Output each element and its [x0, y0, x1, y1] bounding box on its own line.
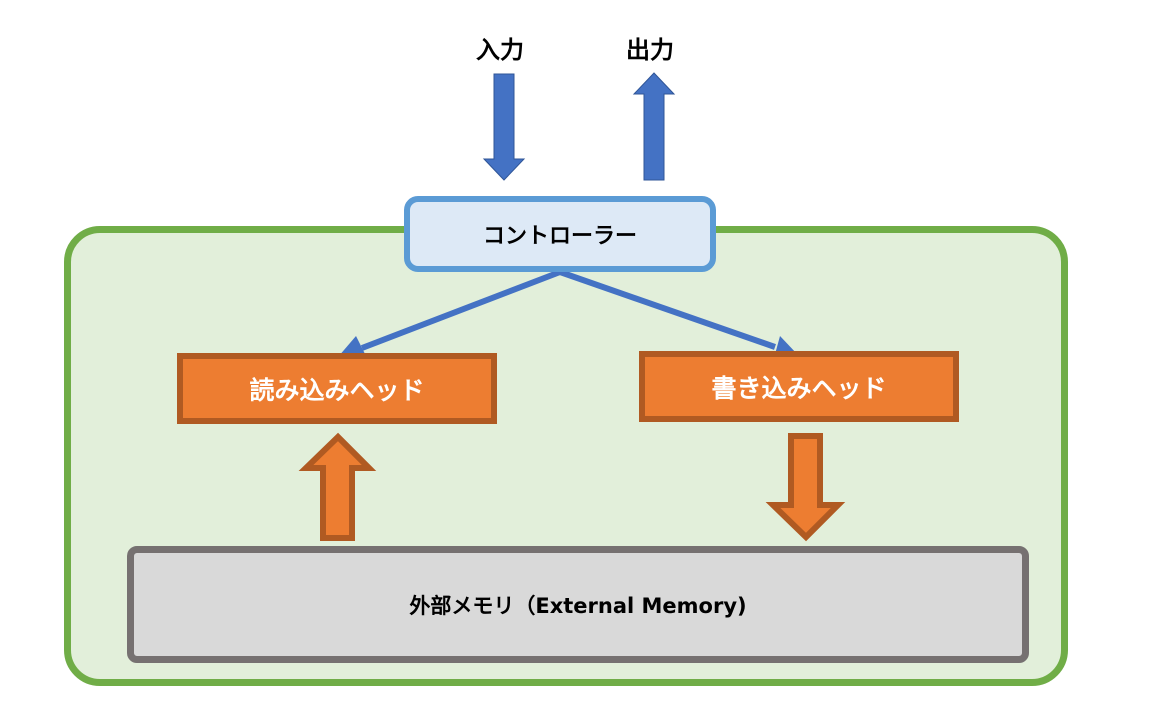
- read-head-box: 読み込みヘッド: [177, 353, 497, 424]
- external-memory-label: 外部メモリ（External Memory): [409, 593, 747, 618]
- external-memory-box: 外部メモリ（External Memory): [127, 546, 1029, 663]
- controller-label: コントローラー: [482, 224, 637, 249]
- output-label: 出力: [626, 36, 674, 64]
- write-head-label: 書き込みヘッド: [711, 373, 887, 403]
- read-head-label: 読み込みヘッド: [249, 375, 425, 405]
- input-arrow: [482, 73, 526, 181]
- output-arrow: [632, 72, 676, 181]
- write-head-box: 書き込みヘッド: [639, 351, 959, 422]
- input-label: 入力: [476, 36, 524, 64]
- controller-box: コントローラー: [404, 196, 716, 272]
